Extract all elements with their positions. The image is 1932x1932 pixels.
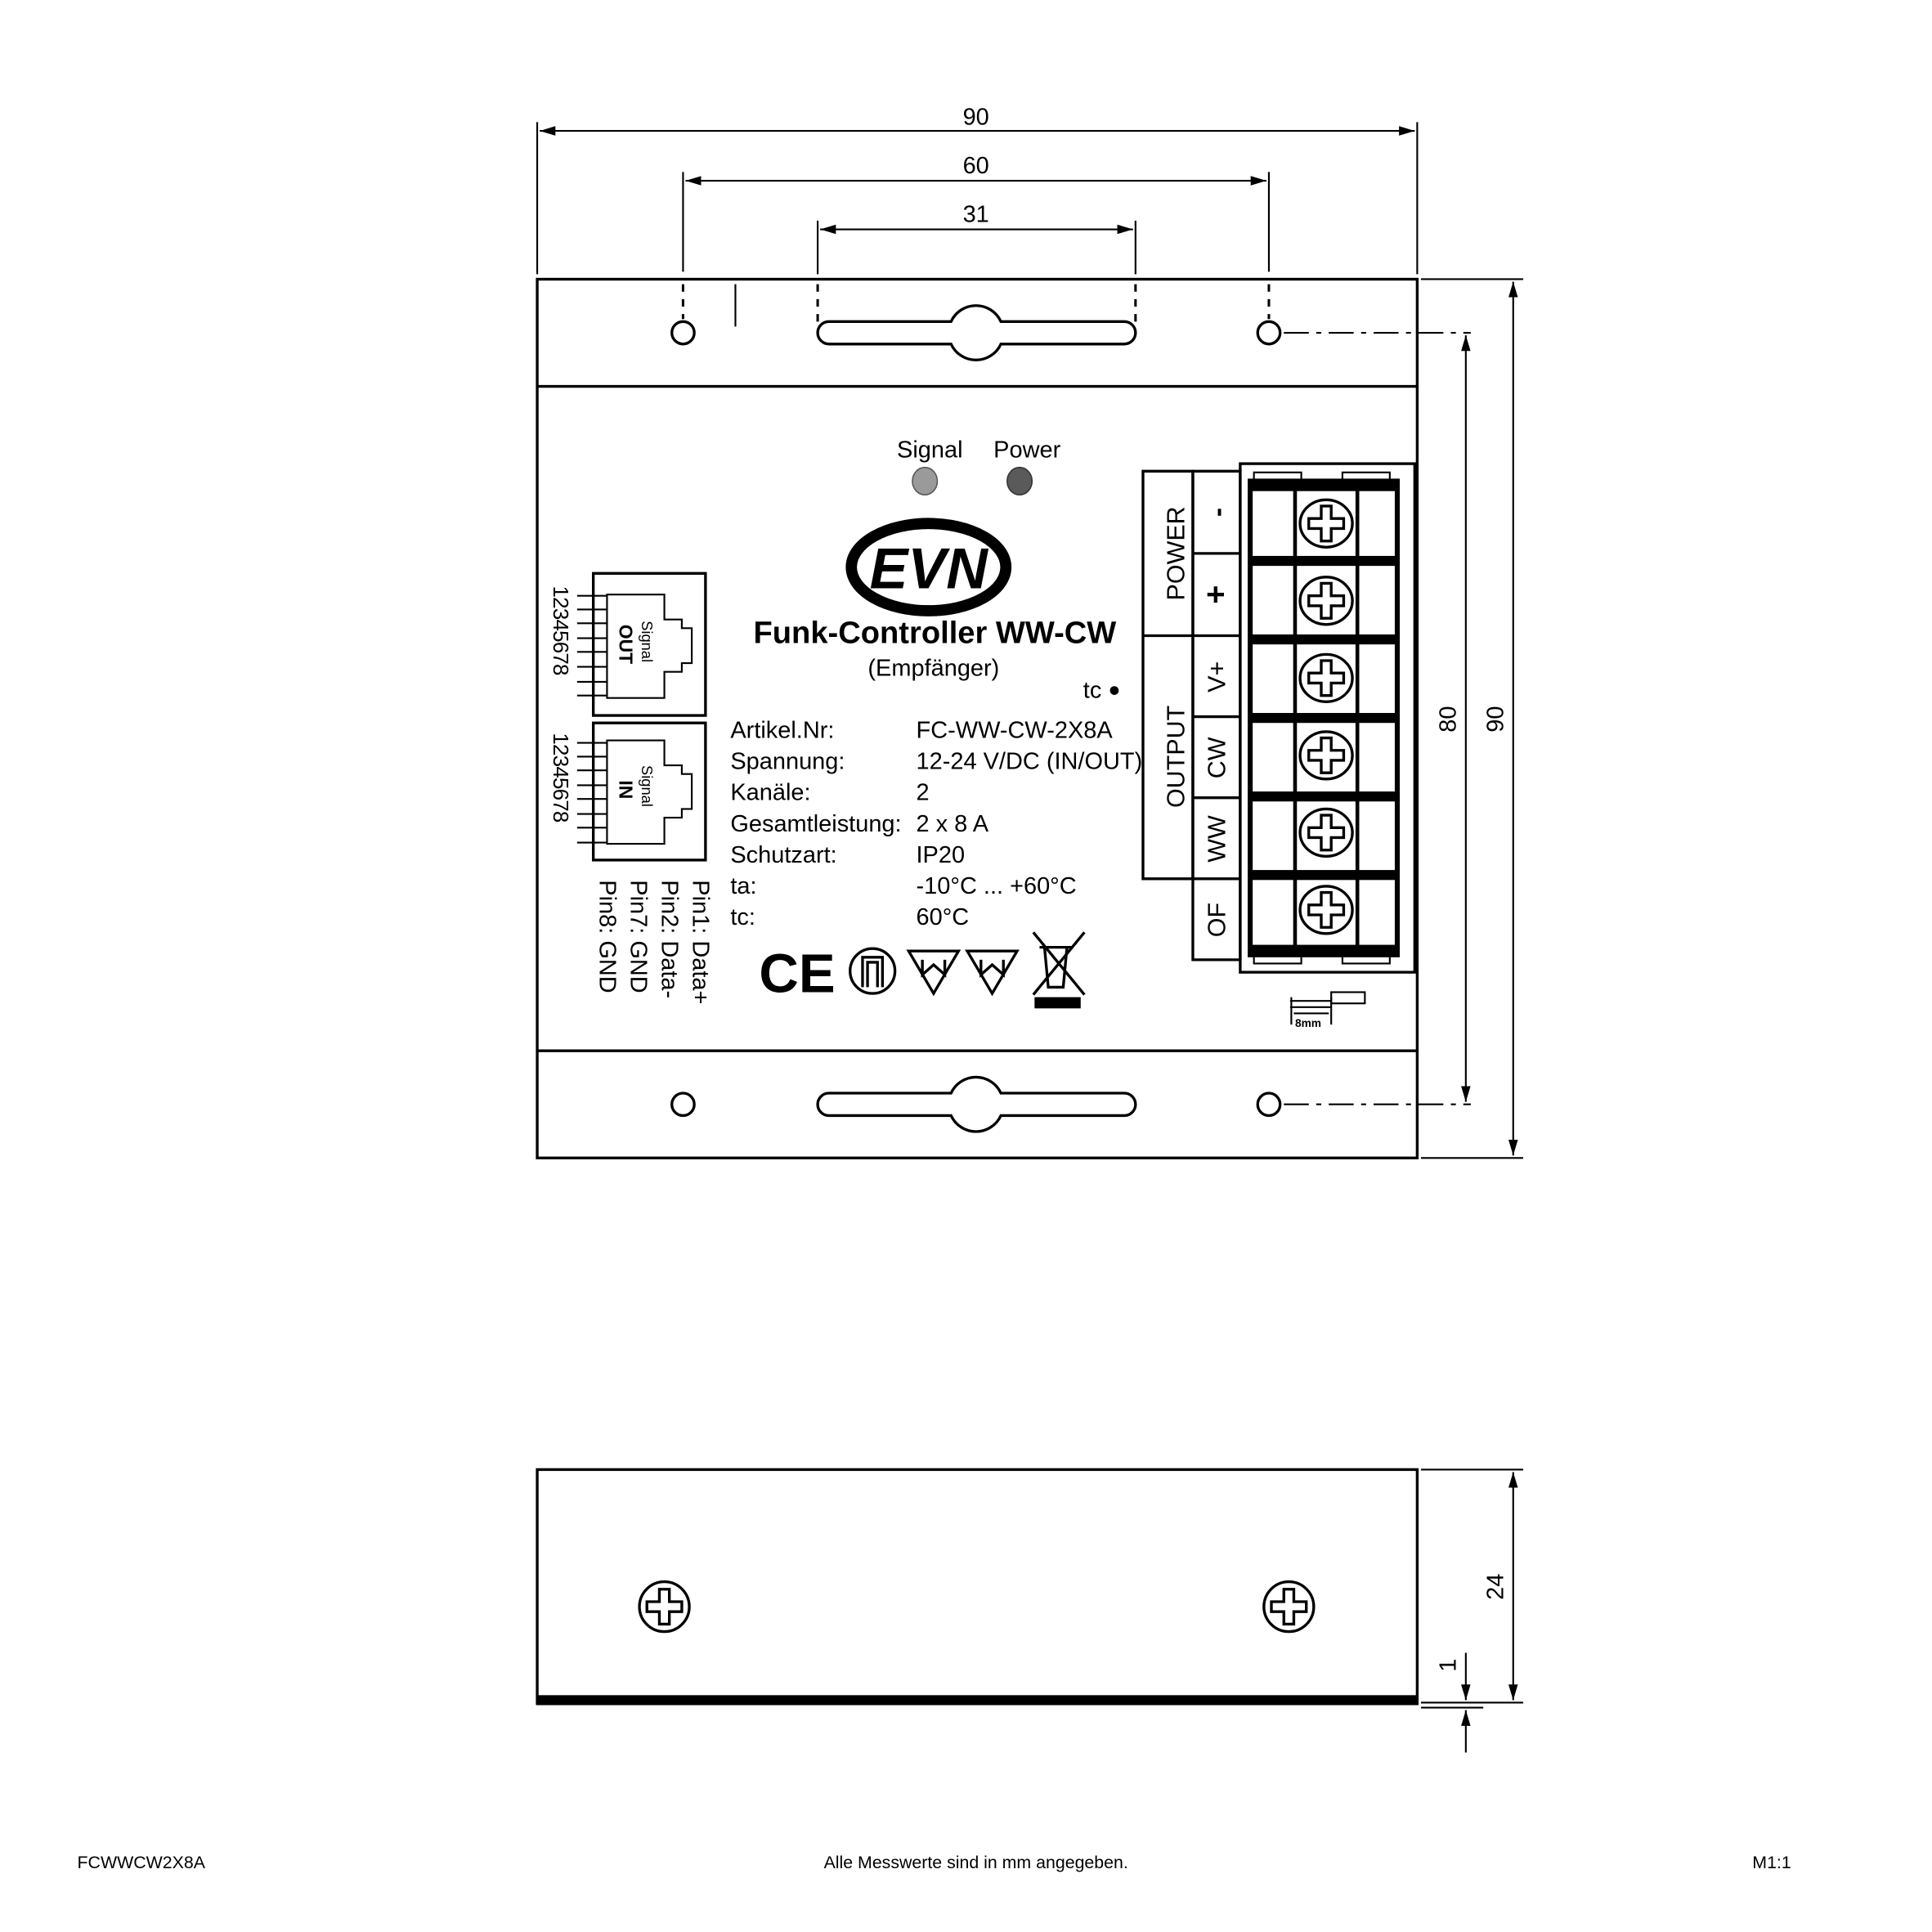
product-subtitle: (Empfänger) bbox=[867, 655, 999, 681]
svg-text:Signal: Signal bbox=[639, 621, 656, 662]
svg-text:60°C: 60°C bbox=[917, 904, 970, 930]
svg-text:EVN: EVN bbox=[870, 537, 989, 601]
weee-bin-icon bbox=[1032, 931, 1086, 1009]
terminal-block bbox=[1239, 462, 1417, 974]
svg-text:OUTPUT: OUTPUT bbox=[1162, 706, 1190, 808]
footer-code: FCWWCW2X8A bbox=[78, 1853, 206, 1872]
pinout-legend: Pin1: Data+ Pin2: Data- Pin7: GND Pin8: … bbox=[594, 880, 713, 1004]
svg-text:CW: CW bbox=[1204, 737, 1231, 778]
mounting-hole bbox=[670, 320, 1282, 1118]
svg-text:POWER: POWER bbox=[1162, 506, 1190, 600]
svg-text:+: + bbox=[1198, 585, 1234, 604]
svg-text:OF: OF bbox=[1204, 903, 1231, 937]
m-mark-icon bbox=[906, 949, 1020, 997]
svg-text:Spannung:: Spannung: bbox=[730, 749, 845, 775]
svg-text:12345678: 12345678 bbox=[549, 586, 572, 676]
svg-text:12-24 V/DC (IN/OUT): 12-24 V/DC (IN/OUT) bbox=[917, 749, 1143, 775]
svg-text:Gesamtleistung:: Gesamtleistung: bbox=[730, 811, 901, 837]
signal-out-port: 12345678 Signal OUT bbox=[549, 572, 707, 717]
dim-1-label: 1 bbox=[1436, 1659, 1462, 1672]
svg-text:Pin8: GND: Pin8: GND bbox=[594, 880, 620, 993]
svg-text:FC-WW-CW-2X8A: FC-WW-CW-2X8A bbox=[917, 718, 1114, 744]
svg-text:IP20: IP20 bbox=[917, 842, 966, 868]
svg-text:2: 2 bbox=[917, 780, 930, 806]
power-led-label: Power bbox=[993, 437, 1060, 463]
tc-marker-label: tc bbox=[1083, 678, 1102, 704]
svg-text:Pin7: GND: Pin7: GND bbox=[625, 880, 651, 993]
dim-31-label: 31 bbox=[963, 201, 989, 227]
dim-90-height-label: 90 bbox=[1483, 706, 1509, 733]
dimension-height: 80 90 bbox=[1420, 278, 1523, 1159]
svg-text:-: - bbox=[1203, 508, 1233, 517]
controller-side-view: 24 1 bbox=[536, 1468, 1523, 1753]
terminal-screw-icon bbox=[1298, 498, 1354, 935]
svg-text:WW: WW bbox=[1204, 815, 1231, 863]
controller-top-view: Signal Power EVN Funk-Controller WW-CW (… bbox=[536, 277, 1471, 1159]
dimension-width: 90 60 31 bbox=[536, 104, 1419, 275]
svg-text:tc:: tc: bbox=[730, 904, 755, 930]
mounting-slot-top bbox=[816, 304, 1137, 362]
svg-text:Signal: Signal bbox=[639, 765, 656, 807]
dim-24-label: 24 bbox=[1483, 1574, 1509, 1600]
svg-text:8mm: 8mm bbox=[1295, 1017, 1321, 1029]
terminal-labels: POWER OUTPUT - + V+ CW WW OF bbox=[1141, 469, 1242, 962]
svg-text:Artikel.Nr:: Artikel.Nr: bbox=[730, 718, 834, 744]
ce-mark-icon: CE bbox=[759, 944, 835, 1005]
svg-text:IN: IN bbox=[616, 780, 637, 799]
mounting-slot-bottom bbox=[816, 1075, 1137, 1133]
svg-text:2 x 8 A: 2 x 8 A bbox=[917, 811, 989, 837]
side-screw-icon bbox=[638, 1580, 1316, 1634]
footer-note: Alle Messwerte sind in mm angegeben. bbox=[824, 1853, 1128, 1872]
power-led bbox=[1006, 466, 1033, 495]
certification-icons: CE bbox=[759, 931, 1086, 1009]
strip-length-icon: 8mm bbox=[1289, 991, 1366, 1029]
svg-text:V+: V+ bbox=[1204, 661, 1231, 693]
svg-text:Schutzart:: Schutzart: bbox=[730, 842, 836, 868]
footer-scale: M1:1 bbox=[1752, 1853, 1791, 1872]
dim-90-label: 90 bbox=[963, 104, 989, 130]
signal-led-label: Signal bbox=[897, 437, 962, 463]
signal-led bbox=[912, 466, 939, 495]
dim-60-label: 60 bbox=[963, 153, 989, 179]
signal-in-port: 12345678 Signal IN bbox=[549, 721, 707, 862]
svg-text:-10°C ... +60°C: -10°C ... +60°C bbox=[917, 873, 1077, 899]
svg-text:Pin2: Data-: Pin2: Data- bbox=[657, 880, 683, 998]
dim-80-label: 80 bbox=[1436, 706, 1462, 733]
evn-logo: EVN bbox=[845, 518, 1012, 616]
svg-text:Pin1: Data+: Pin1: Data+ bbox=[688, 880, 714, 1004]
spec-table: Artikel.Nr: FC-WW-CW-2X8A Spannung: 12-24 … bbox=[730, 718, 1142, 931]
protection-class-icon bbox=[849, 947, 897, 995]
tc-point bbox=[1109, 686, 1119, 695]
product-title: Funk-Controller WW-CW bbox=[754, 616, 1117, 651]
svg-text:OUT: OUT bbox=[616, 625, 637, 664]
svg-text:ta:: ta: bbox=[730, 873, 756, 899]
svg-text:Kanäle:: Kanäle: bbox=[730, 780, 810, 806]
svg-text:12345678: 12345678 bbox=[549, 733, 572, 823]
